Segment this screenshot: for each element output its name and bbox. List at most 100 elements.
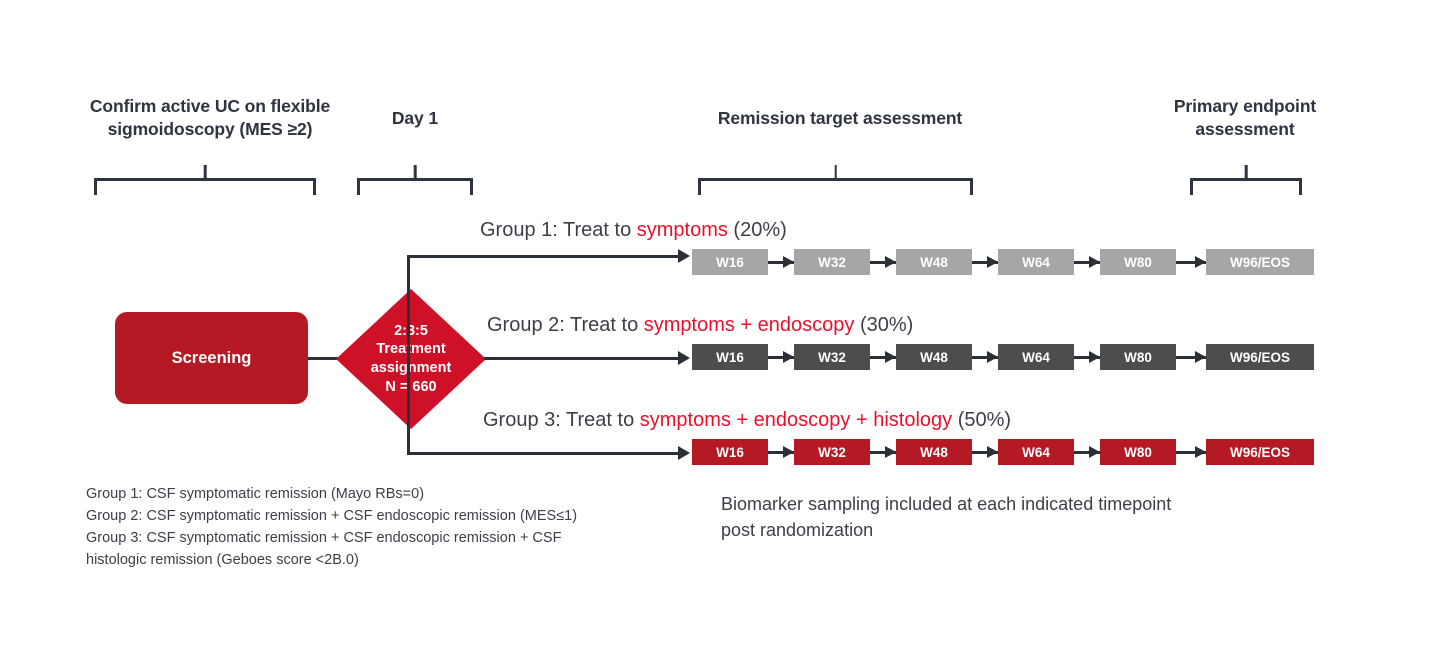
timeline-arrow <box>870 249 896 275</box>
timepoint-box[interactable]: W80 <box>1100 344 1176 370</box>
biomarker-note-line-1: Biomarker sampling included at each indi… <box>721 494 1172 514</box>
screening-label: Screening <box>171 348 252 367</box>
timepoint-box[interactable]: W32 <box>794 344 870 370</box>
arrow-shaft <box>972 355 998 359</box>
arrow-head <box>987 351 998 363</box>
bracket-tick-right <box>470 178 473 195</box>
timepoint-box[interactable]: W16 <box>692 344 768 370</box>
bracket-tick-left <box>94 178 97 195</box>
biomarker-sampling-note: Biomarker sampling included at each indi… <box>721 491 1321 543</box>
header-line-2: assessment <box>1195 119 1295 140</box>
arrow-shaft <box>1074 260 1100 264</box>
screening-box[interactable]: Screening <box>115 312 308 404</box>
timepoint-box[interactable]: W32 <box>794 249 870 275</box>
timepoint-box[interactable]: W96/EOS <box>1206 439 1314 465</box>
connector-group-1-arrowhead <box>678 249 690 263</box>
arrow-head <box>1195 256 1206 268</box>
group-2-highlight: symptoms + endoscopy <box>643 314 855 336</box>
bracket-day-1 <box>357 165 473 195</box>
bracket-tick-right <box>970 178 973 195</box>
timepoint-box[interactable]: W48 <box>896 439 972 465</box>
arrow-head <box>783 446 794 458</box>
arrow-head <box>783 351 794 363</box>
arrow-head <box>885 256 896 268</box>
connector-group-3-horizontal <box>407 452 679 455</box>
bracket-tick-left <box>698 178 701 195</box>
footnote-line-3: Group 3: CSF symptomatic remission + CSF… <box>86 530 562 547</box>
arrow-head <box>1089 351 1100 363</box>
header-confirm-active-uc: Confirm active UC on flexible sigmoidosc… <box>65 95 355 141</box>
group-3-prefix: Group 3: Treat to <box>483 409 640 431</box>
arrow-head <box>1195 351 1206 363</box>
timepoint-box[interactable]: W16 <box>692 439 768 465</box>
bracket-confirm-active-uc <box>94 165 316 195</box>
connector-group-1-horizontal <box>407 255 679 258</box>
arrow-head <box>987 446 998 458</box>
footnote-line-1: Group 1: CSF symptomatic remission (Mayo… <box>86 486 425 502</box>
timeline-arrow <box>972 249 998 275</box>
arrow-shaft <box>768 450 794 454</box>
header-remission-target: Remission target assessment <box>650 107 1030 130</box>
group-2-suffix: (30%) <box>854 314 914 336</box>
header-day-1: Day 1 <box>355 107 475 130</box>
arrow-head <box>987 256 998 268</box>
timepoint-box[interactable]: W96/EOS <box>1206 249 1314 275</box>
timeline-arrow <box>1176 249 1206 275</box>
arrow-head <box>1089 446 1100 458</box>
group-3-title: Group 3: Treat to symptoms + endoscopy +… <box>483 409 1011 432</box>
timepoint-box[interactable]: W64 <box>998 439 1074 465</box>
arrow-shaft <box>972 450 998 454</box>
header-line-1: Primary endpoint <box>1173 96 1317 116</box>
group-1-prefix: Group 1: Treat to <box>480 219 637 241</box>
arrow-shaft <box>1176 260 1206 264</box>
biomarker-note-line-2: post randomization <box>721 520 874 541</box>
timepoint-box[interactable]: W48 <box>896 249 972 275</box>
connector-group-2-horizontal <box>484 357 679 360</box>
timepoint-box[interactable]: W48 <box>896 344 972 370</box>
bracket-stem <box>203 165 207 180</box>
timeline-arrow <box>1074 439 1100 465</box>
arrow-shaft <box>870 450 896 454</box>
timepoint-box[interactable]: W80 <box>1100 249 1176 275</box>
header-line-1: Confirm active UC on flexible <box>89 96 331 116</box>
arrow-head <box>1195 446 1206 458</box>
randomization-diamond[interactable]: 2:3:5 Treatment assignment N = 660 <box>336 289 486 429</box>
arrow-shaft <box>972 260 998 264</box>
timeline-arrow <box>768 344 794 370</box>
group-3-suffix: (50%) <box>952 409 1012 431</box>
arrow-shaft <box>870 355 896 359</box>
connector-group-1-vertical <box>407 255 410 360</box>
arrow-head <box>783 256 794 268</box>
group-1-highlight: symptoms <box>636 219 728 241</box>
arrow-shaft <box>768 355 794 359</box>
timepoint-box[interactable]: W96/EOS <box>1206 344 1314 370</box>
timeline-arrow <box>1074 249 1100 275</box>
header-line-1: Remission target assessment <box>717 108 963 128</box>
bracket-tick-right <box>1299 178 1302 195</box>
connector-group-2-arrowhead <box>678 351 690 365</box>
bracket-tick-left <box>357 178 360 195</box>
arrow-shaft <box>1176 355 1206 359</box>
bracket-tick-right <box>313 178 316 195</box>
header-line-1: Day 1 <box>391 108 439 128</box>
arrow-shaft <box>1074 355 1100 359</box>
arrow-head <box>885 351 896 363</box>
group-1-suffix: (20%) <box>727 219 787 241</box>
timeline-arrow <box>1074 344 1100 370</box>
group-2-timeline: W16 W32 W48 W64 W80 W96/EOS <box>692 344 1314 370</box>
bracket-stem <box>1244 165 1248 180</box>
timeline-arrow <box>768 249 794 275</box>
footnote-line-2: Group 2: CSF symptomatic remission + CSF… <box>86 508 578 525</box>
group-1-timeline: W16 W32 W48 W64 W80 W96/EOS <box>692 249 1314 275</box>
bracket-tick-left <box>1190 178 1193 195</box>
timepoint-box[interactable]: W16 <box>692 249 768 275</box>
screening-to-randomization-connector <box>308 357 348 360</box>
timepoint-box[interactable]: W80 <box>1100 439 1176 465</box>
timepoint-box[interactable]: W64 <box>998 249 1074 275</box>
timeline-arrow <box>768 439 794 465</box>
arrow-shaft <box>1074 450 1100 454</box>
timepoint-box[interactable]: W32 <box>794 439 870 465</box>
arrow-head <box>885 446 896 458</box>
timepoint-box[interactable]: W64 <box>998 344 1074 370</box>
